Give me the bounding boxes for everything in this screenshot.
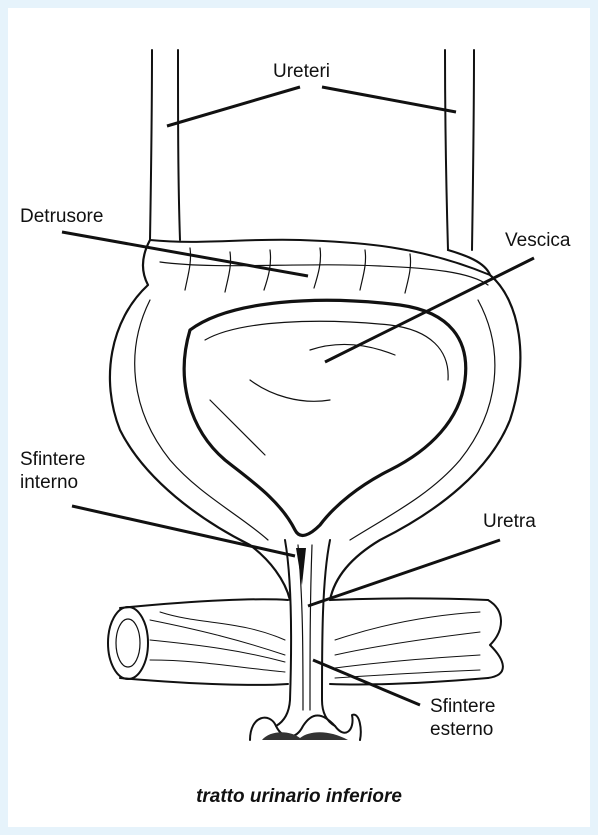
pelvic-floor-muscle xyxy=(108,599,503,685)
label-internal-sphincter-line2: interno xyxy=(20,472,78,493)
figure-caption: tratto urinario inferiore xyxy=(0,786,598,808)
label-internal-sphincter-line1: Sfintere xyxy=(20,449,85,470)
leader-bladder xyxy=(325,258,534,362)
label-detrusor: Detrusore xyxy=(20,206,103,227)
external-opening xyxy=(250,715,361,740)
right-ureter xyxy=(445,50,474,250)
bladder-outer-wall xyxy=(110,240,520,600)
urethra-tube xyxy=(276,540,335,726)
label-external-sphincter-line2: esterno xyxy=(430,719,493,740)
leader-urethra xyxy=(308,540,500,606)
leader-ureter-left xyxy=(167,87,300,126)
left-ureter xyxy=(150,50,180,240)
label-external-sphincter-line1: Sfintere xyxy=(430,696,495,717)
leader-internal-sphincter xyxy=(72,506,295,556)
label-urethra: Uretra xyxy=(483,511,536,532)
leader-ureter-right xyxy=(322,87,456,112)
label-ureters: Ureteri xyxy=(273,61,330,82)
label-bladder: Vescica xyxy=(505,230,571,251)
leader-detrusor xyxy=(62,232,308,276)
